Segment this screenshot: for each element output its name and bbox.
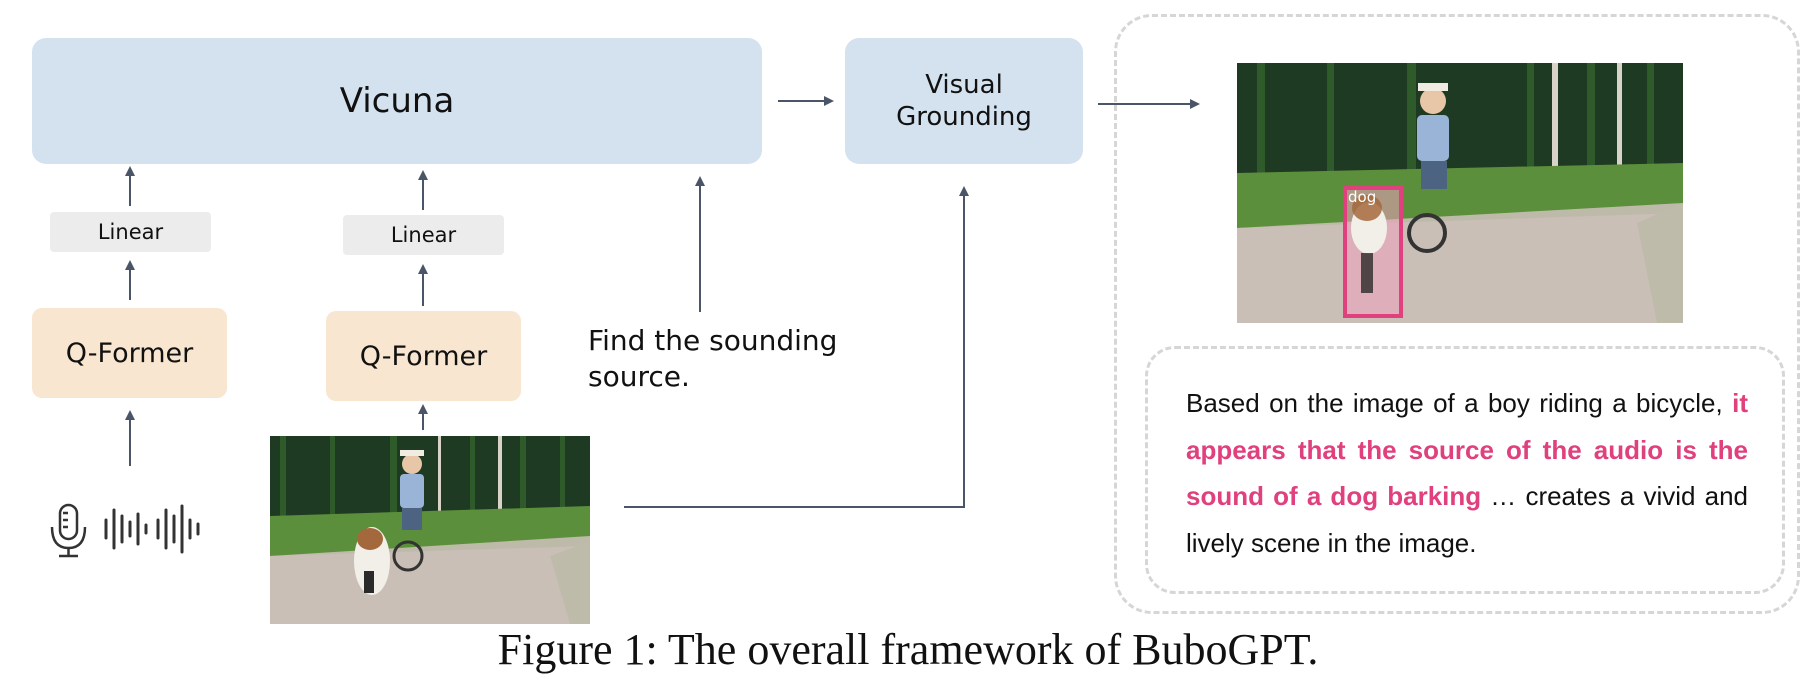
grounded-output-image: dog [1237,63,1683,323]
qformer-image-box: Q-Former [326,311,521,401]
detection-bbox [1343,186,1403,318]
linear-image-box: Linear [343,215,504,255]
grounded-image-illustration: dog [1237,63,1683,323]
qformer-audio-box: Q-Former [32,308,227,398]
vicuna-label: Vicuna [339,81,455,121]
vicuna-llm-box: Vicuna [32,38,762,164]
output-panel [1114,14,1800,614]
visual-grounding-box: Visual Grounding [845,38,1083,164]
answer-part2: … creates a vivid and lively scene in th… [1186,481,1748,558]
linear-audio-box: Linear [50,212,211,252]
linear-audio-label: Linear [97,220,164,244]
qformer-image-label: Q-Former [359,340,488,372]
answer-part1: Based on the image of a boy riding a bic… [1186,388,1733,418]
linear-image-label: Linear [390,223,457,247]
figure-caption: Figure 1: The overall framework of BuboG… [497,625,1319,674]
detection-label: dog [1348,188,1376,206]
visual-grounding-label-line2: Grounding [896,102,1032,132]
input-image-illustration [270,436,590,624]
input-image [270,436,590,624]
visual-grounding-label-line1: Visual [925,70,1003,100]
microphone-icon [50,503,87,558]
prompt-text: Find the sounding source. [588,324,838,393]
answer-text: Based on the image of a boy riding a bic… [1186,380,1748,566]
answer-highlight: it appears that the source of the audio … [1186,388,1748,511]
answer-panel [1145,346,1785,594]
audio-waveform-icon [104,504,200,554]
qformer-audio-label: Q-Former [65,337,194,369]
